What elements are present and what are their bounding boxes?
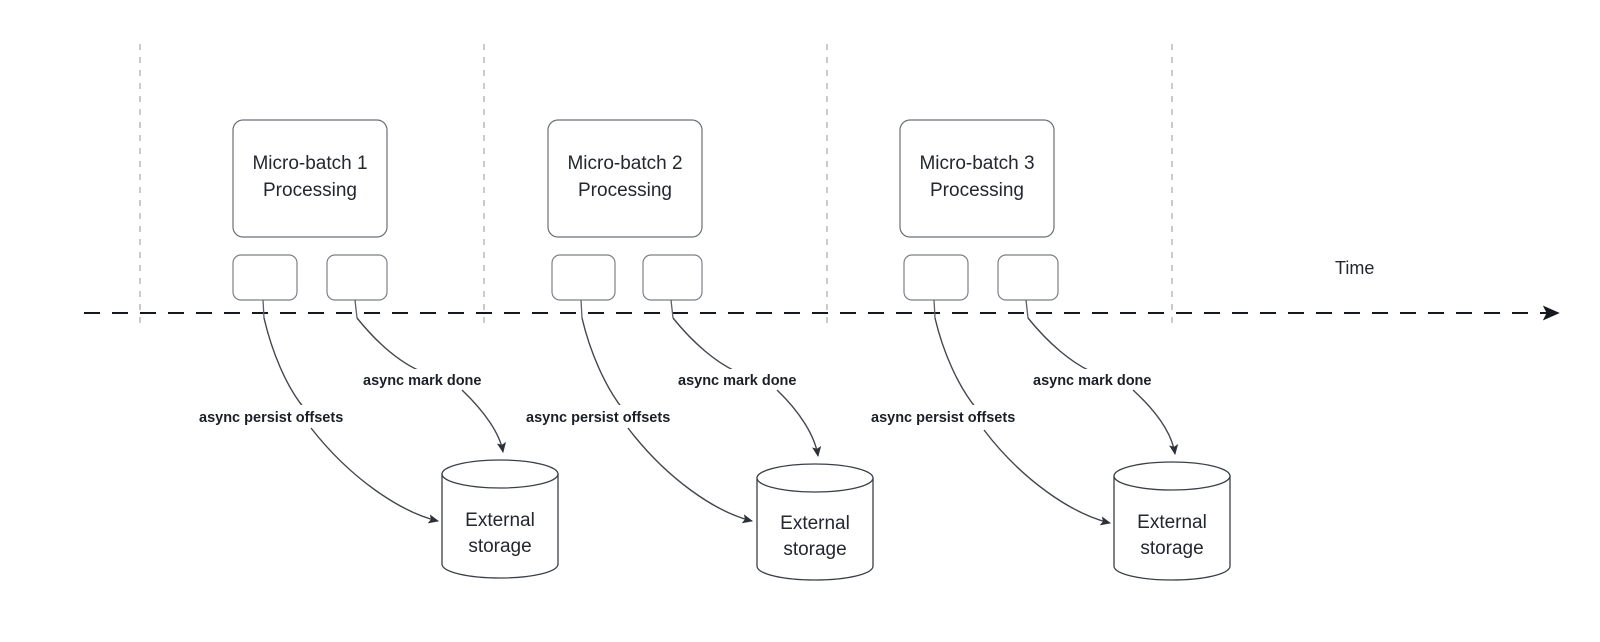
persist-label-2: async persist offsets [526,410,670,426]
mark-done-label-1: async mark done [363,373,481,389]
persist-curve-1-upper [263,317,305,409]
persist-curve-2-lower [627,427,754,524]
persist-task-box-2[interactable] [551,254,616,301]
mark-done-stem-1 [354,299,358,319]
mark-done-curve-2-lower [776,389,822,458]
batch-group-1: Micro-batch 1 Processing async mark done… [197,119,559,579]
persist-task-box-3[interactable] [903,254,969,301]
external-storage-2-line1: External [780,513,850,534]
mark-done-label-3: async mark done [1033,373,1151,389]
mark-done-stem-2 [670,299,674,319]
external-storage-2-line2: storage [783,539,846,560]
microbatch-box-1[interactable] [232,119,388,238]
external-storage-cylinder-1[interactable]: External storage [441,459,559,579]
microbatch-box-1-title-line1: Micro-batch 1 [252,153,367,174]
mark-done-curve-1-lower [461,389,506,454]
external-storage-cylinder-2[interactable]: External storage [756,463,874,581]
mark-done-label-3-backdrop [1031,369,1173,389]
external-storage-cylinder-3[interactable]: External storage [1113,461,1231,581]
mark-done-task-box-3[interactable] [997,254,1059,301]
batch-group-3: Micro-batch 3 Processing async mark done… [869,119,1231,581]
mark-done-label-1-backdrop [361,369,501,389]
mark-done-stem-3 [1025,299,1029,319]
time-axis: Time [84,258,1560,321]
mark-done-curve-3-upper [1027,317,1091,372]
persist-label-1: async persist offsets [199,410,343,426]
microbatch-box-1-title-line2: Processing [263,180,357,201]
external-storage-3-line2: storage [1140,538,1203,559]
persist-task-box-1[interactable] [232,254,298,301]
persist-curve-1-lower [310,427,440,524]
persist-curve-3-upper [934,317,977,409]
mark-done-curve-3-lower [1132,389,1179,456]
mark-done-curve-2-upper [672,317,736,372]
external-storage-1-line2: storage [468,536,531,557]
batch-group-2: Micro-batch 2 Processing async mark done… [524,119,874,581]
time-axis-label: Time [1335,258,1374,278]
persist-label-3: async persist offsets [871,410,1015,426]
persist-stem-3 [933,299,936,319]
persist-curve-2-upper [581,317,623,409]
external-storage-1-line1: External [465,510,535,531]
persist-label-3-backdrop [869,405,1045,425]
period-dividers [139,44,1173,330]
mark-done-curve-1-upper [356,317,421,372]
persist-label-2-backdrop [524,405,700,425]
microbatch-box-2-title-line1: Micro-batch 2 [567,153,682,174]
microbatch-box-3-title-line2: Processing [930,180,1024,201]
microbatch-box-2[interactable] [547,119,703,238]
persist-stem-2 [580,299,583,319]
mark-done-label-2: async mark done [678,373,796,389]
persist-curve-3-lower [983,429,1112,526]
external-storage-3-line1: External [1137,512,1207,533]
microbatch-box-2-title-line2: Processing [578,180,672,201]
mark-done-label-2-backdrop [676,369,816,389]
microbatch-box-3[interactable] [899,119,1055,238]
persist-stem-1 [262,299,265,319]
mark-done-task-box-2[interactable] [642,254,703,301]
microbatch-box-3-title-line1: Micro-batch 3 [919,153,1034,174]
persist-label-1-backdrop [197,405,373,425]
mark-done-task-box-1[interactable] [326,254,388,301]
